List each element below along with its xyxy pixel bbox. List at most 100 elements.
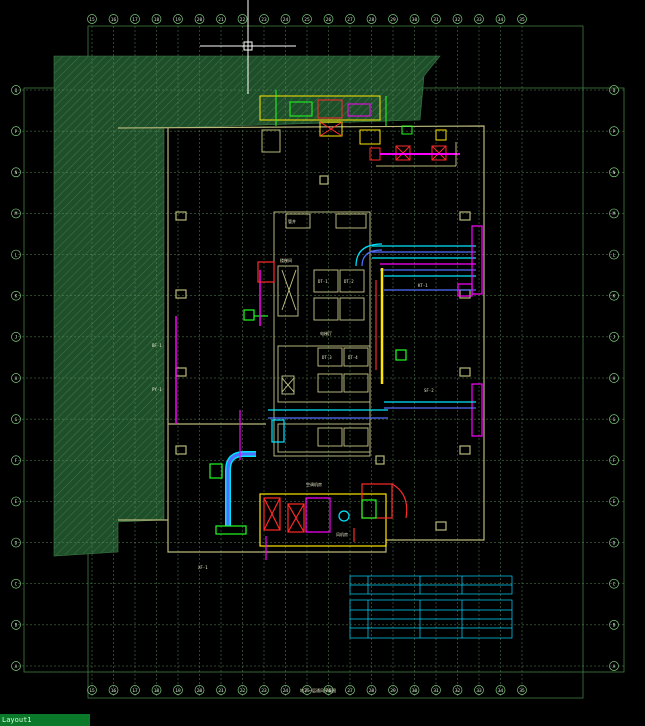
axis-bubble [495, 685, 506, 695]
central-core [273, 211, 371, 457]
axis-bubble-label: M [15, 211, 18, 217]
axis-bubble [280, 14, 291, 24]
axis-bubble-label: 17 [132, 17, 138, 23]
axis-bubble [11, 661, 21, 671]
axis-bubble [11, 85, 21, 95]
axis-bubble-label: 22 [240, 688, 246, 694]
core-label-elevator-d: DT-4 [348, 355, 358, 360]
axis-bubble [11, 414, 21, 424]
axis-bubble [609, 496, 619, 507]
axis-bubble-label: 18 [154, 688, 160, 694]
axis-bubble-label: L [613, 252, 616, 258]
axis-bubble [87, 14, 97, 24]
axis-bubble [609, 167, 619, 178]
building-walls [117, 125, 485, 553]
axis-bubble [609, 332, 619, 342]
axis-bubble-label: 23 [261, 688, 267, 694]
axis-bubble-label: L [15, 252, 18, 258]
axis-bubble [216, 14, 226, 24]
axis-bubble [431, 14, 441, 24]
axis-bubble-label: C [15, 582, 18, 588]
axis-bubble [194, 685, 205, 695]
axis-bubble [609, 373, 619, 383]
axis-bubble-label: 30 [412, 688, 418, 694]
layout-tab[interactable]: Layout1 [0, 714, 90, 726]
equipment-tag-5: XF-1 [198, 565, 208, 570]
axis-bubble-label: E [15, 499, 18, 505]
core-label-elevator-a: DT-1 [318, 279, 328, 284]
axis-bubble [609, 85, 619, 95]
axis-bubble [517, 685, 527, 695]
axis-bubble-label: H [613, 376, 616, 382]
right-duct-bundle [243, 225, 483, 437]
axis-bubble-label: N [613, 170, 616, 176]
axis-bubble [366, 14, 377, 24]
grid-lines-horizontal [18, 89, 626, 667]
axis-bubble [259, 14, 269, 24]
axis-bubble [517, 14, 527, 24]
axis-bubble-label: 16 [111, 17, 117, 23]
axis-bubble-label: 25 [304, 688, 310, 694]
axis-bubble [11, 290, 21, 301]
axis-bubble-label: C [613, 582, 616, 588]
axis-bubble-label: G [613, 417, 616, 423]
axis-bubble [609, 578, 619, 589]
axis-bubble [388, 685, 398, 695]
axis-bubble [280, 685, 291, 695]
axis-bubble-label: 21 [218, 688, 224, 694]
axis-bubble [609, 290, 619, 301]
axis-bubble-label: 16 [111, 688, 117, 694]
axis-bubble [11, 620, 21, 630]
axis-bubble-label: J [15, 335, 18, 341]
axis-bubble-label: 33 [476, 17, 482, 23]
equipment-tag-3: SF-2 [424, 388, 434, 393]
axis-bubble-label: 32 [455, 688, 461, 694]
axis-bubble [11, 455, 21, 466]
axis-bubble-label: J [613, 335, 616, 341]
axis-bubble-label: 19 [175, 17, 181, 23]
axis-bubble-label: A [613, 664, 616, 670]
axis-bubble-label: D [613, 540, 616, 546]
axis-bubble-label: K [613, 294, 616, 300]
axis-bubble [302, 14, 312, 24]
core-label-lobby: 电梯厅 [320, 330, 332, 336]
axis-bubble [259, 685, 269, 695]
notes-table-lower [349, 599, 513, 639]
axis-bubble [366, 685, 377, 695]
equipment-tag-4: KT-1 [418, 283, 428, 288]
axis-bubble [388, 14, 398, 24]
axis-bubble [108, 14, 119, 24]
axis-bubble [108, 685, 119, 695]
top-equipment-cluster [259, 90, 460, 167]
axis-bubble [11, 208, 21, 219]
axis-bubble-label: F [15, 458, 18, 464]
axis-bubble-label: Q [613, 88, 616, 94]
axis-bubble [237, 685, 248, 695]
axis-bubble [474, 685, 484, 695]
axis-bubble-label: 31 [433, 17, 439, 23]
axis-bubble-label: 31 [433, 688, 439, 694]
axis-bubble [11, 496, 21, 507]
axis-bubble-label: 35 [519, 688, 525, 694]
axis-bubble-label: 25 [304, 17, 310, 23]
layout-tab-label: Layout1 [2, 716, 32, 724]
core-label-fan-room: 风机房 [336, 531, 348, 537]
axis-bubble-label: P [15, 129, 18, 135]
core-label-shaft: 管井 [288, 218, 296, 224]
axis-bubble [431, 685, 441, 695]
axis-bubble [11, 126, 21, 136]
axis-bubble [11, 249, 21, 260]
axis-bubble [130, 14, 140, 24]
axis-bubble [11, 373, 21, 383]
axis-bubble [11, 332, 21, 342]
axis-bubble [151, 685, 162, 695]
axis-bubble-label: 21 [218, 17, 224, 23]
axis-bubble [345, 14, 355, 24]
axis-bubble [452, 685, 463, 695]
equipment-tag-2: PY-1 [152, 387, 162, 392]
axis-bubble [409, 14, 420, 24]
